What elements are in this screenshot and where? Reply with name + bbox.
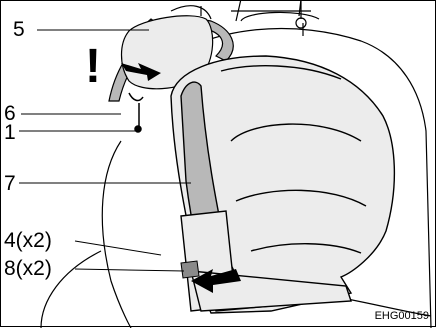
warning-exclamation: ! [85, 43, 101, 91]
callout-5: 5 [13, 19, 25, 40]
callout-4: 4(x2) [4, 230, 52, 251]
figure-code: EHG00159 [375, 310, 429, 322]
callout-1: 1 [4, 122, 16, 143]
anchor-hook [129, 93, 143, 132]
isofix-connector [181, 261, 199, 278]
callout-7: 7 [4, 173, 16, 194]
callout-8: 8(x2) [4, 258, 52, 279]
